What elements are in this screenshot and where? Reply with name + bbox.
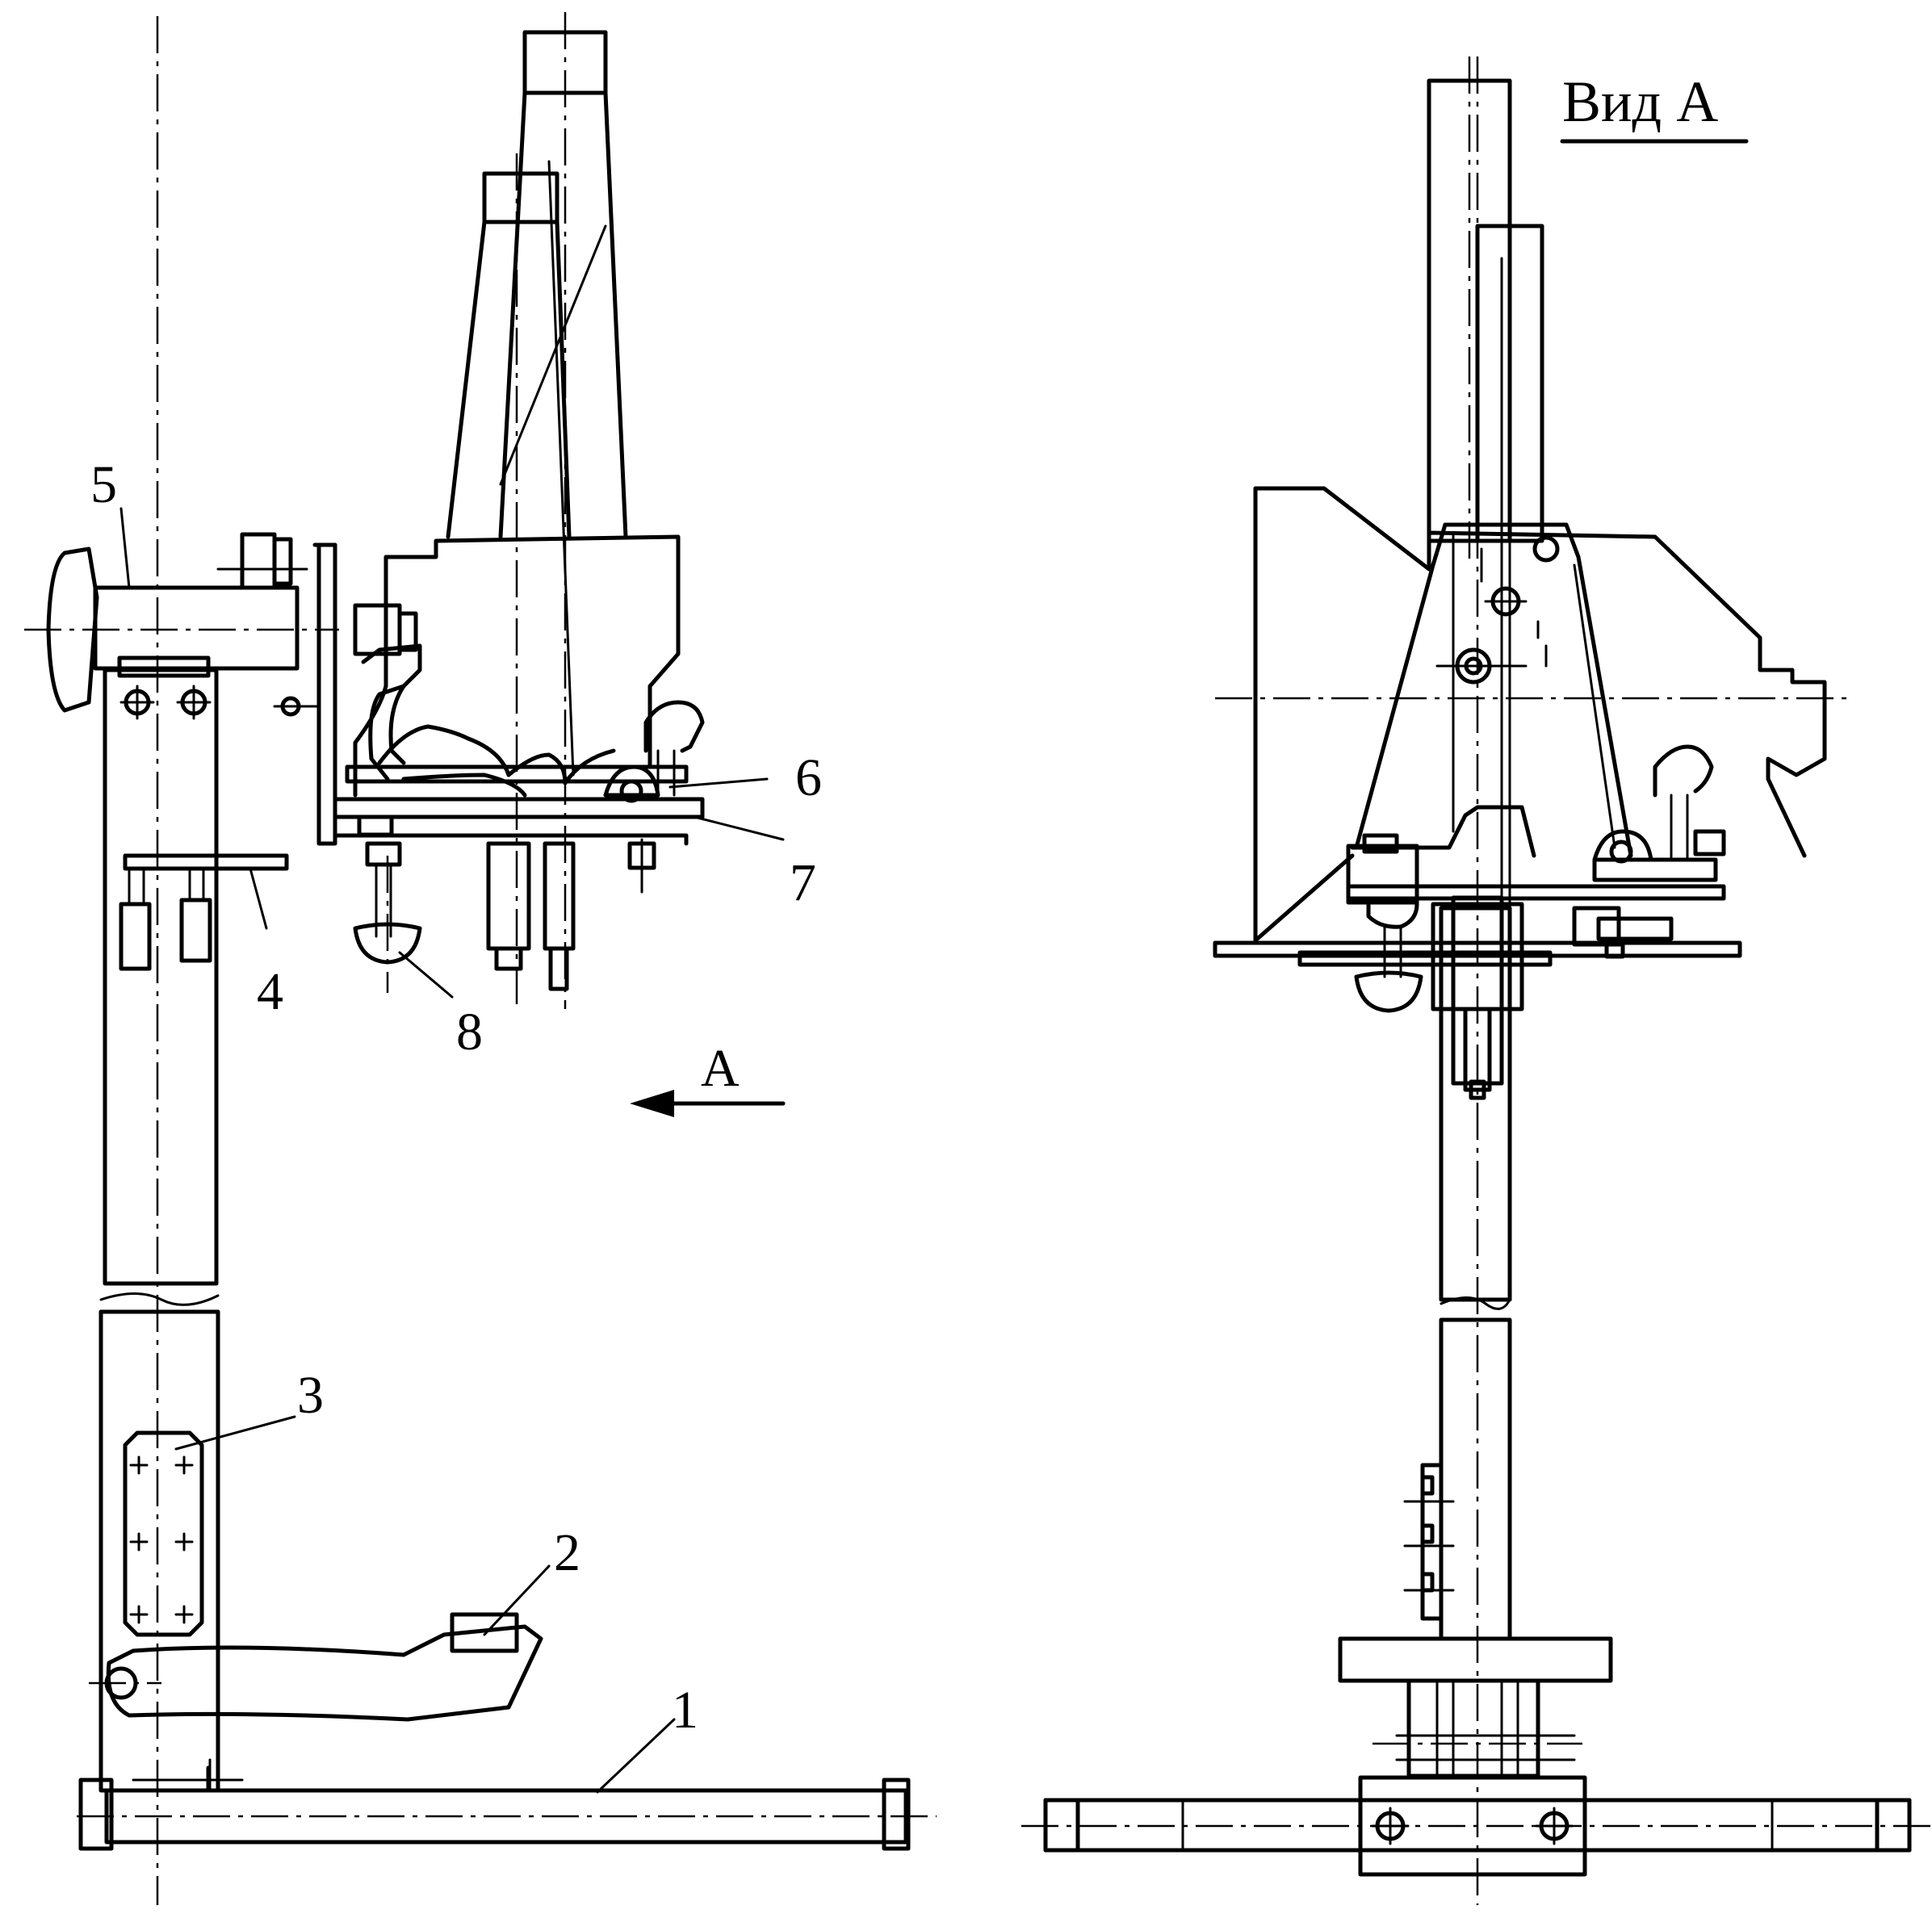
callout-4: 4 — [257, 962, 283, 1021]
base — [77, 1765, 937, 1851]
view-a-head — [1213, 57, 1849, 1100]
horizontal-arm — [24, 532, 339, 720]
view-title: Вид А — [1562, 69, 1718, 134]
callout-7: 7 — [790, 853, 816, 912]
view-arrow: А — [630, 1039, 786, 1117]
callout-2: 2 — [554, 1523, 580, 1582]
column — [98, 16, 220, 1905]
callout-3: 3 — [297, 1366, 324, 1425]
pedal — [89, 1612, 543, 1722]
handle-knob — [353, 856, 422, 993]
view-a: Вид А — [1021, 57, 1932, 1905]
callout-6: 6 — [795, 748, 822, 807]
view-arrow-label: А — [701, 1039, 740, 1098]
callouts: 1 2 3 4 5 6 7 8 — [90, 455, 822, 1740]
head-frame — [273, 534, 705, 938]
callout-8: 8 — [456, 1003, 483, 1062]
callout-5: 5 — [90, 455, 117, 514]
plate-crosses — [129, 1455, 194, 1624]
view-a-column — [1338, 57, 1613, 1905]
leader-lines — [119, 507, 785, 1794]
side-view: А 1 2 3 4 5 6 7 8 — [24, 12, 937, 1905]
bracket — [119, 853, 289, 971]
electrode-holders — [446, 12, 628, 1009]
callout-1: 1 — [672, 1681, 698, 1740]
